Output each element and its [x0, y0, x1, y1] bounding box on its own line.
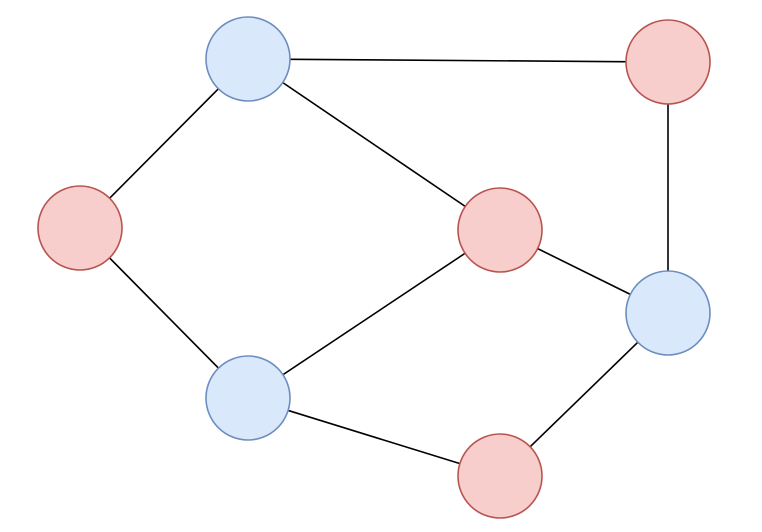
edge-n1-n2 [247, 58, 669, 63]
edge-n6-n7 [247, 397, 501, 477]
node-n3-red [37, 185, 123, 271]
node-n4-red [457, 187, 543, 273]
node-n7-red [457, 433, 543, 519]
node-n2-red [625, 19, 711, 105]
node-n1-blue [205, 16, 291, 102]
graph-nodes [37, 16, 711, 519]
node-n6-blue [205, 355, 291, 441]
edge-n4-n6 [247, 229, 501, 399]
graph-edges [79, 58, 669, 477]
edge-n1-n4 [247, 58, 501, 231]
node-n5-blue [625, 270, 711, 356]
